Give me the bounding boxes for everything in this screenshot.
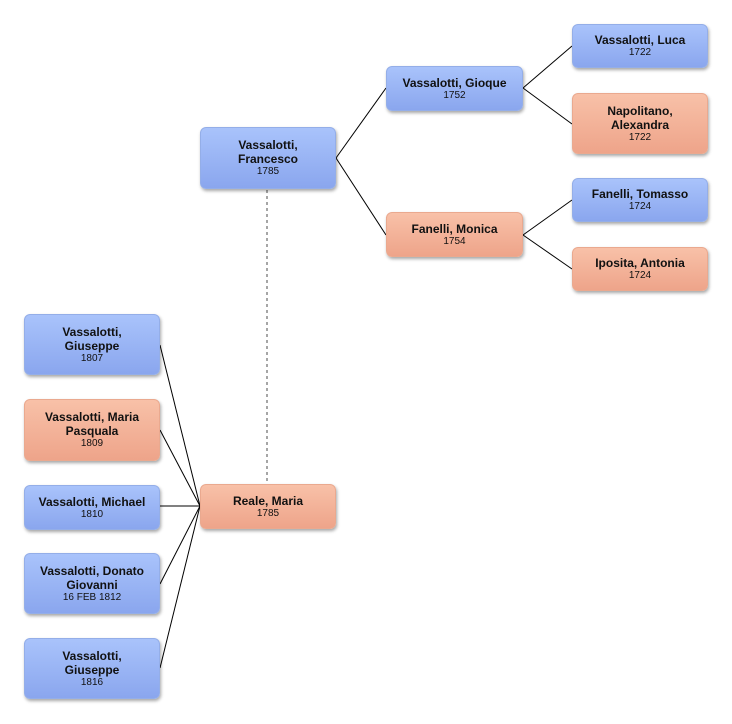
connector-maria-maria-pasquala (159, 429, 201, 507)
connector-maria-giuseppe1 (159, 344, 201, 507)
person-name: Vassalotti, Maria Pasquala (44, 410, 140, 438)
person-date: 1810 (80, 508, 104, 520)
person-name: Vassalotti, Luca (594, 33, 686, 47)
person-card-tomasso[interactable]: Fanelli, Tomasso 1724 (572, 178, 708, 222)
person-name: Vassalotti, Donato Giovanni (39, 563, 145, 592)
connector-maria-donato (159, 505, 201, 585)
person-date: 16 FEB 1812 (62, 591, 122, 603)
connector-monica-tomasso (522, 199, 573, 236)
person-card-antonia[interactable]: Iposita, Antonia 1724 (572, 247, 708, 291)
person-name: Vassalotti, Francesco (237, 138, 299, 166)
person-date: 1724 (628, 201, 652, 212)
person-date: 1785 (256, 507, 280, 519)
connector-gioque-alexandra (522, 87, 573, 125)
person-date: 1816 (80, 676, 104, 688)
connector-francesco-gioque (335, 87, 387, 159)
person-name: Vassalotti, Giuseppe (62, 324, 122, 353)
person-date: 1752 (443, 89, 466, 101)
connector-francesco-monica (335, 157, 387, 236)
person-card-giuseppe-1807[interactable]: Vassalotti, Giuseppe 1807 (24, 314, 160, 375)
person-name: Fanelli, Monica (411, 221, 498, 236)
person-date: 1724 (628, 270, 652, 281)
person-name: Reale, Maria (232, 493, 304, 508)
person-card-donato[interactable]: Vassalotti, Donato Giovanni 16 FEB 1812 (24, 553, 160, 614)
connector-monica-antonia (522, 234, 573, 270)
person-name: Napolitano, Alexandra (607, 103, 673, 132)
person-date: 1722 (628, 47, 652, 58)
person-name: Vassalotti, Giuseppe (62, 648, 122, 677)
person-card-maria-pasquala[interactable]: Vassalotti, Maria Pasquala 1809 (24, 399, 160, 461)
person-date: 1809 (80, 438, 104, 449)
person-card-gioque[interactable]: Vassalotti, Gioque 1752 (386, 66, 523, 111)
person-card-francesco[interactable]: Vassalotti, Francesco 1785 (200, 127, 336, 189)
person-date: 1754 (443, 235, 466, 247)
person-card-alexandra[interactable]: Napolitano, Alexandra 1722 (572, 93, 708, 154)
connector-gioque-luca (522, 45, 573, 89)
person-card-monica[interactable]: Fanelli, Monica 1754 (386, 212, 523, 257)
person-date: 1722 (628, 131, 652, 143)
person-card-giuseppe-1816[interactable]: Vassalotti, Giuseppe 1816 (24, 638, 160, 699)
connector-maria-giuseppe2 (159, 505, 201, 669)
person-date: 1785 (256, 166, 280, 177)
person-name: Vassalotti, Michael (38, 494, 146, 509)
person-card-michael[interactable]: Vassalotti, Michael 1810 (24, 485, 160, 530)
person-name: Iposita, Antonia (595, 256, 685, 270)
person-date: 1807 (80, 352, 104, 364)
person-card-luca[interactable]: Vassalotti, Luca 1722 (572, 24, 708, 68)
person-name: Vassalotti, Gioque (402, 75, 507, 90)
person-name: Fanelli, Tomasso (591, 187, 689, 201)
person-card-maria[interactable]: Reale, Maria 1785 (200, 484, 336, 529)
